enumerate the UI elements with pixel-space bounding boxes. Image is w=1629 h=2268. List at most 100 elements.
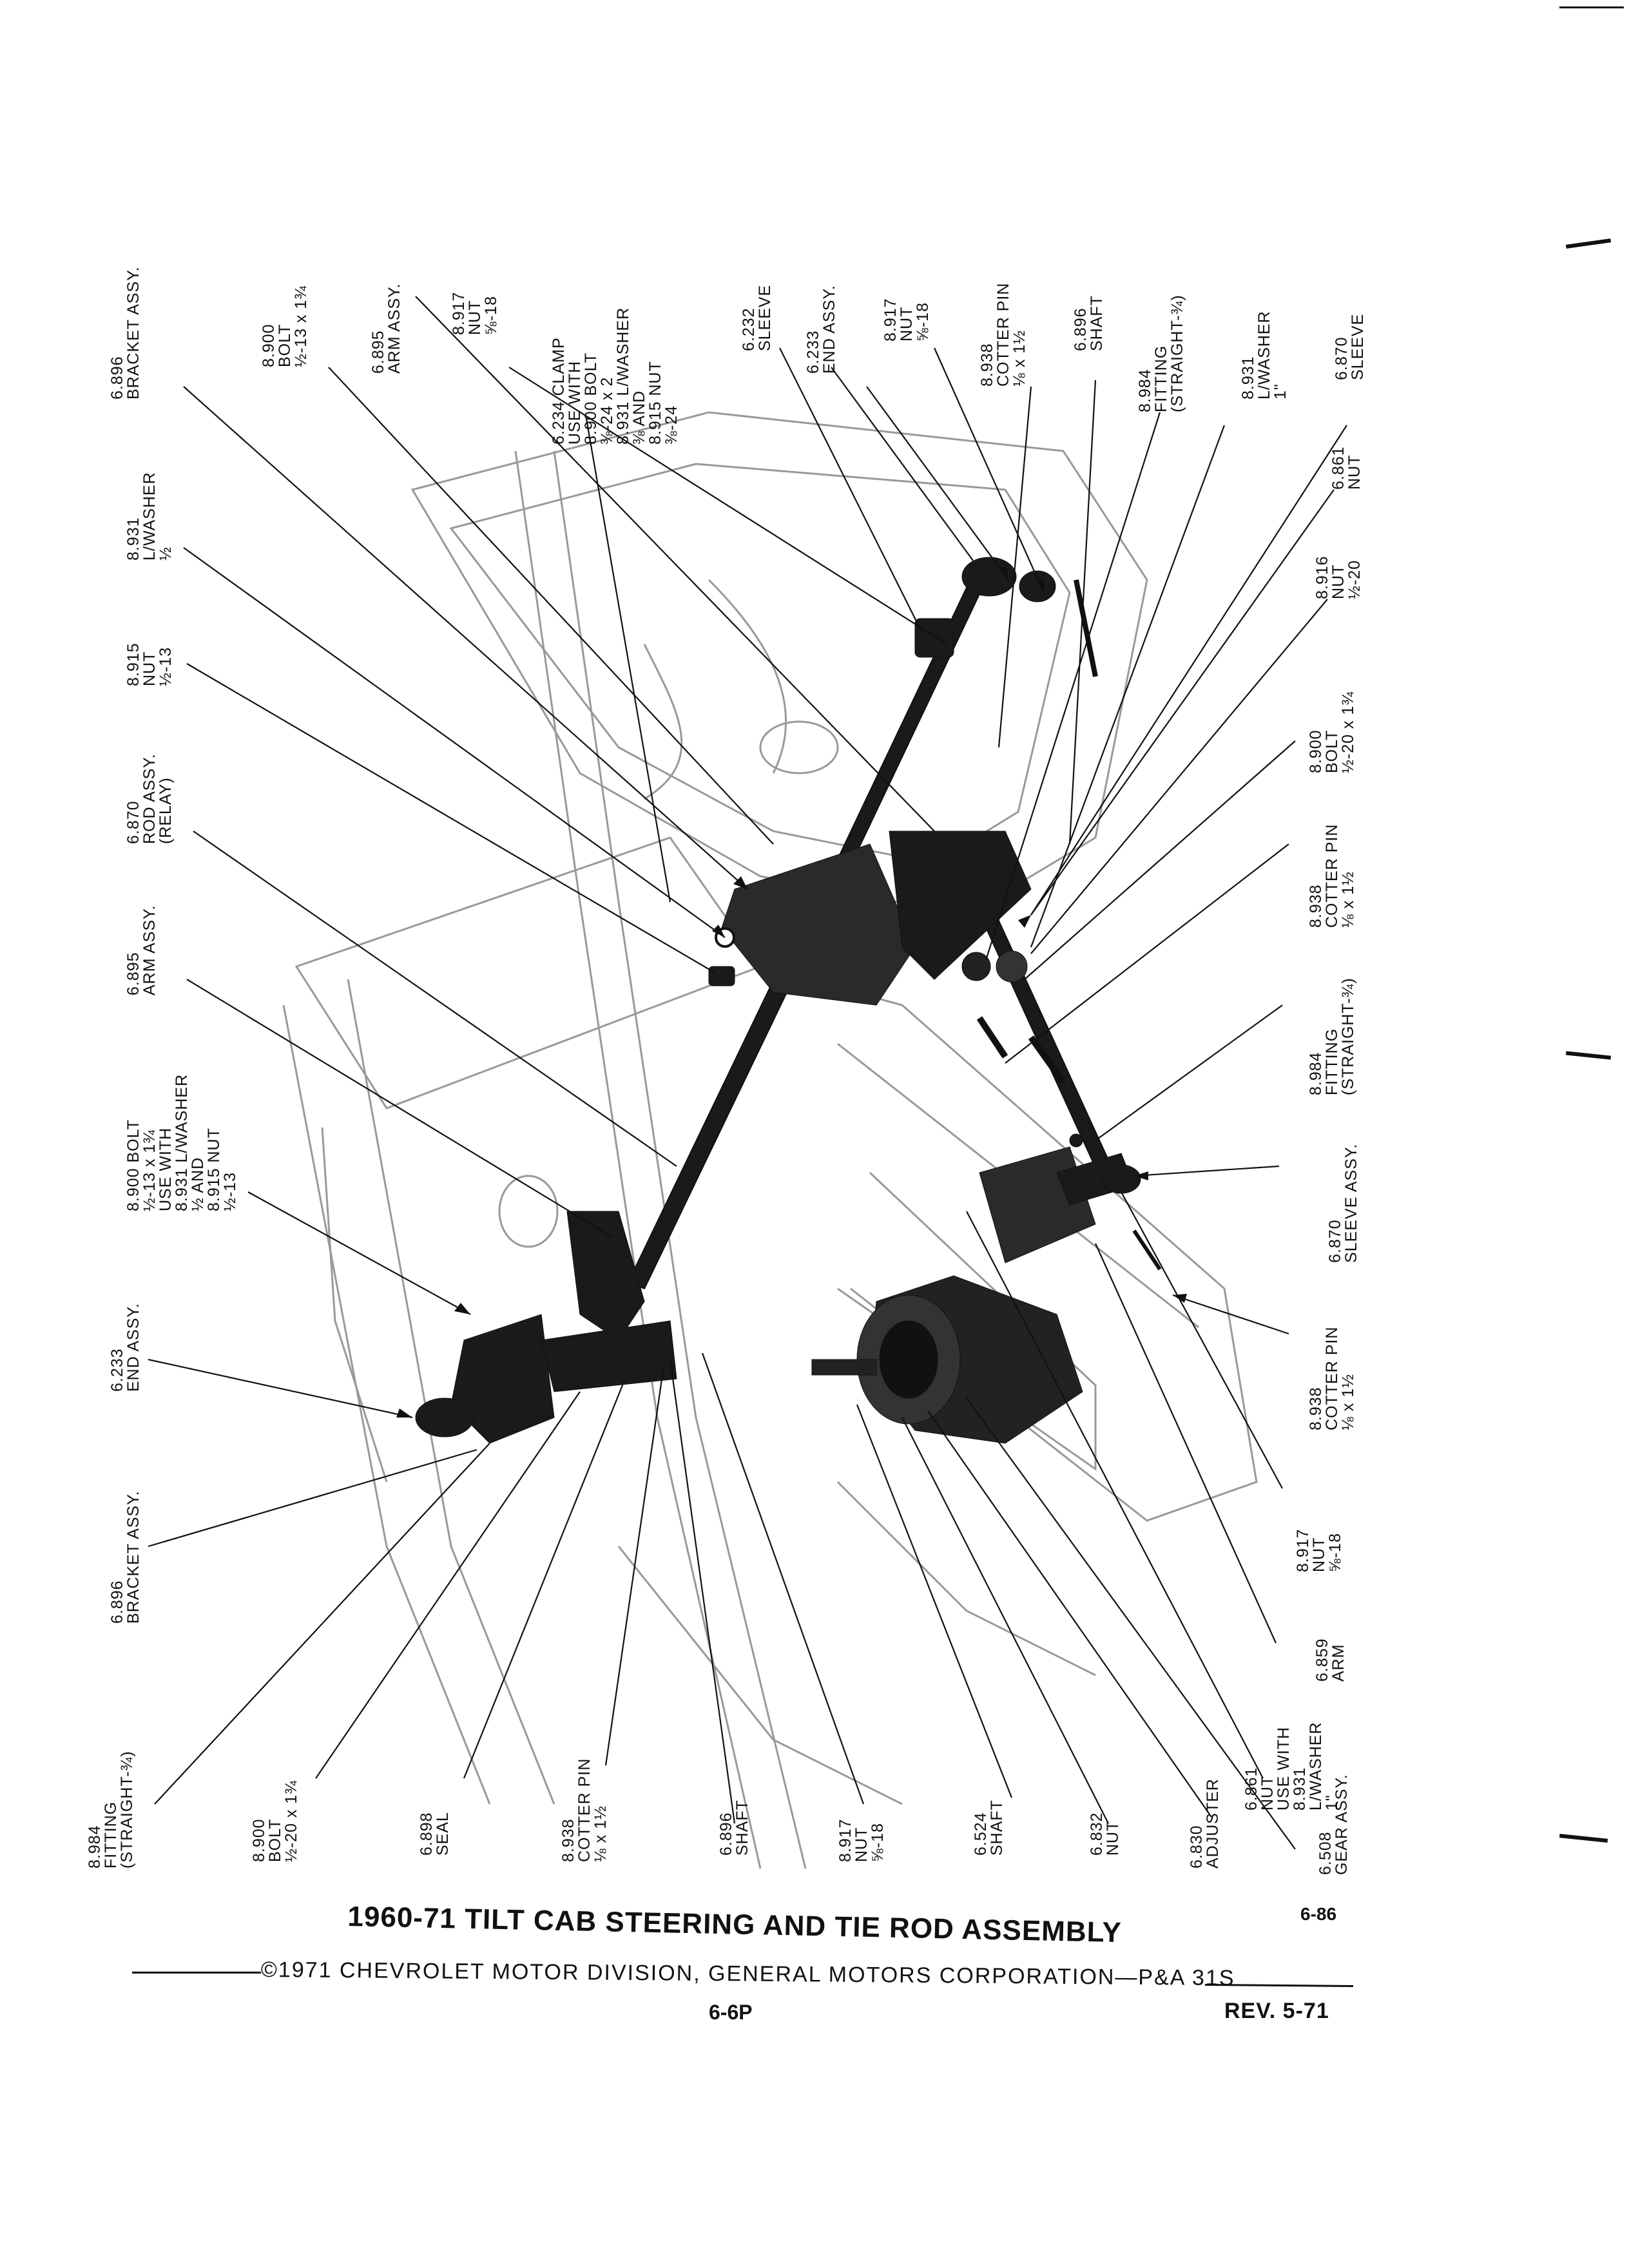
callout-line: ⅛ x 1½ xyxy=(1339,871,1357,928)
callout-line: (STRAIGHT-¾) xyxy=(1339,977,1357,1095)
callout-seal-bottom: 6.898 SEAL xyxy=(418,1812,452,1856)
callout-line: ⅝-18 xyxy=(914,302,932,341)
callout-line: ⅝-18 xyxy=(1326,1533,1344,1572)
callout-fitting-bottom: 8.984 FITTING (STRAIGHT-¾) xyxy=(86,1751,136,1869)
callout-line: 8.915 NUT xyxy=(646,361,664,445)
callout-bracket-assy-top: 6.896 BRACKET ASSY. xyxy=(108,266,142,399)
callout-line: ⅝-18 xyxy=(482,296,500,335)
callout-line: 8.931 xyxy=(1239,356,1257,399)
callout-line: 6.233 xyxy=(804,330,822,374)
callout-line: 6.861 xyxy=(1242,1767,1260,1811)
callout-line: ½-13 x 1¾ xyxy=(292,285,310,367)
callout-line: 8.931 L/WASHER xyxy=(173,1073,191,1211)
callout-line: ½-20 x 1¾ xyxy=(1339,691,1357,773)
callout-line: SLEEVE xyxy=(1349,313,1367,380)
callout-cotter-pin-top: 8.938 COTTER PIN ⅛ x 1½ xyxy=(978,282,1028,387)
callout-line: FITTING xyxy=(1152,345,1170,412)
callout-line: SHAFT xyxy=(988,1800,1006,1856)
callout-line: COTTER PIN xyxy=(994,282,1012,387)
callout-cotter-pin-right: 8.938 COTTER PIN ⅛ x 1½ xyxy=(1307,824,1357,928)
callout-line: SHAFT xyxy=(733,1800,751,1856)
callout-line: SLEEVE ASSY. xyxy=(1342,1143,1360,1263)
callout-line: NUT xyxy=(140,651,159,686)
callout-adjuster-bottom: 6.830 ADJUSTER xyxy=(1188,1778,1222,1869)
revision-label: REV. 5-71 xyxy=(1224,1999,1329,2023)
callout-clamp: 6.234 CLAMP USE WITH 8.900 BOLT ⅜-24 x 2… xyxy=(550,307,680,445)
callout-bolt-right: 8.900 BOLT ½-20 x 1¾ xyxy=(1307,691,1357,773)
callout-line: END ASSY. xyxy=(820,285,838,374)
callout-line: 8.917 xyxy=(450,291,468,335)
callout-line: 6.896 xyxy=(1072,307,1090,351)
callout-line: L/WASHER xyxy=(140,472,159,561)
callout-shaft-top: 6.896 SHAFT xyxy=(1072,295,1106,351)
callout-line: 6.870 xyxy=(124,800,142,844)
callout-line: 6.233 xyxy=(108,1348,126,1392)
callout-line: 6.232 xyxy=(740,307,758,351)
callout-line: 8.938 xyxy=(1307,884,1325,928)
callout-line: 6.896 xyxy=(717,1812,735,1856)
callout-arm-assy-top: 6.895 ARM ASSY. xyxy=(369,283,403,374)
callout-line: ⅜-24 x 2 xyxy=(598,376,616,445)
callout-line: 8.900 xyxy=(260,323,278,367)
callout-line: USE WITH xyxy=(566,360,584,445)
callout-line: ⅛ x 1½ xyxy=(1010,330,1028,387)
callout-line: NUT xyxy=(898,306,916,341)
callout-line: NUT xyxy=(466,300,484,335)
callout-line: 8.984 xyxy=(86,1825,104,1869)
callout-line: NUT xyxy=(1258,1775,1277,1811)
callout-line: 6.508 xyxy=(1316,1831,1335,1875)
callout-line: (STRAIGHT-¾) xyxy=(1168,294,1186,412)
callout-line: 1" xyxy=(1271,383,1289,399)
callout-fitting-right: 8.984 FITTING (STRAIGHT-¾) xyxy=(1307,977,1357,1095)
callout-lwasher-left: 8.931 L/WASHER ½ xyxy=(124,472,175,561)
callout-line: 8.931 L/WASHER xyxy=(614,307,632,445)
callout-line: 6.524 xyxy=(972,1812,990,1856)
callout-line: NUT xyxy=(1310,1537,1328,1572)
callout-bracket-assy-left: 6.896 BRACKET ASSY. xyxy=(108,1490,142,1624)
callout-line: COTTER PIN xyxy=(1323,1326,1341,1430)
callout-line: 6.898 xyxy=(418,1812,436,1856)
callout-shaft-bottom: 6.896 SHAFT xyxy=(717,1800,751,1856)
callout-line: ½-13 xyxy=(221,1172,239,1211)
callout-line: 8.900 BOLT xyxy=(582,352,600,445)
callout-line: 6.895 xyxy=(369,330,387,374)
callout-line: ½-20 x 1¾ xyxy=(282,1780,300,1862)
callout-line: 6.859 xyxy=(1313,1638,1331,1682)
callout-line: 8.984 xyxy=(1136,369,1154,412)
callout-line: 6.895 xyxy=(124,952,142,995)
callout-line: 8.917 xyxy=(1294,1528,1312,1572)
callout-line: (STRAIGHT-¾) xyxy=(118,1751,136,1869)
callout-line: 8.915 NUT xyxy=(205,1128,223,1211)
callout-line: COTTER PIN xyxy=(575,1758,593,1862)
callout-line: 6.234 CLAMP xyxy=(550,337,568,445)
callout-line: 8.938 xyxy=(1307,1387,1325,1430)
callout-line: BOLT xyxy=(1323,729,1341,773)
chassis-frame-illustration xyxy=(282,411,1258,1869)
callout-line: BRACKET ASSY. xyxy=(124,1490,142,1624)
callout-nut-bottom: 8.917 NUT ⅝-18 xyxy=(836,1818,887,1862)
callout-lwasher-top: 8.931 L/WASHER 1" xyxy=(1239,311,1289,399)
callout-line: 6.870 xyxy=(1333,336,1351,380)
callout-line: ½ xyxy=(157,546,175,561)
callout-line: ⅜-24 xyxy=(662,405,680,445)
callout-line: NUT xyxy=(1345,454,1364,490)
callout-arm-right: 6.859 ARM xyxy=(1313,1638,1347,1682)
callout-line: 6.832 xyxy=(1088,1812,1106,1856)
callout-line: 8.931 xyxy=(124,517,142,561)
callout-line: 8.931 xyxy=(1291,1767,1309,1811)
callout-line: ⅛ x 1½ xyxy=(592,1805,610,1862)
callout-line: ARM xyxy=(1329,1644,1347,1682)
callout-nut-top-2: 8.917 NUT ⅝-18 xyxy=(882,298,932,341)
callout-nut-bottom-2: 6.832 NUT xyxy=(1088,1812,1122,1856)
callout-line: ARM ASSY. xyxy=(140,905,159,995)
callout-cotter-pin-right-2: 8.938 COTTER PIN ⅛ x 1½ xyxy=(1307,1326,1357,1430)
callout-line: 6.861 xyxy=(1329,446,1347,490)
callout-line: 8.915 xyxy=(124,642,142,686)
callout-line: SHAFT xyxy=(1088,295,1106,351)
footer-rule-left xyxy=(132,1972,261,1974)
callout-rod-assy-relay: 6.870 ROD ASSY. (RELAY) xyxy=(124,753,175,844)
callout-line: USE WITH xyxy=(157,1127,175,1211)
callout-line: 8.900 BOLT xyxy=(124,1119,142,1211)
callout-line: 6.830 xyxy=(1188,1825,1206,1869)
